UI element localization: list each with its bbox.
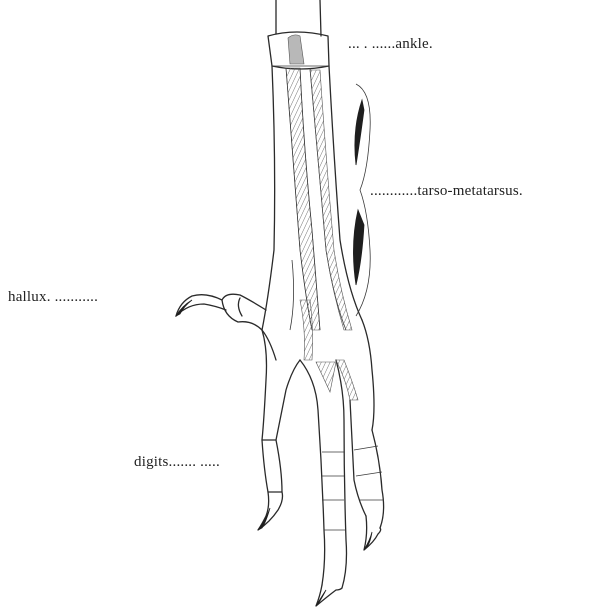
- hallux-toe: [176, 294, 276, 360]
- inner-digit: [258, 440, 283, 530]
- foot-base: [262, 320, 374, 440]
- tarso-metatarsus-label: ............tarso-metatarsus.: [370, 183, 523, 200]
- ankle-label: ... . ......ankle.: [348, 36, 433, 53]
- digits-label: digits....... .....: [134, 454, 220, 471]
- middle-digit: [300, 360, 347, 606]
- outer-digit: [336, 360, 384, 550]
- tibia-stub: [276, 0, 321, 36]
- tarso-metatarsus-bracket: [353, 84, 370, 316]
- hallux-label: hallux. ...........: [8, 289, 98, 306]
- ankle-joint: [268, 32, 329, 69]
- tarso-metatarsus-bone: [262, 66, 362, 360]
